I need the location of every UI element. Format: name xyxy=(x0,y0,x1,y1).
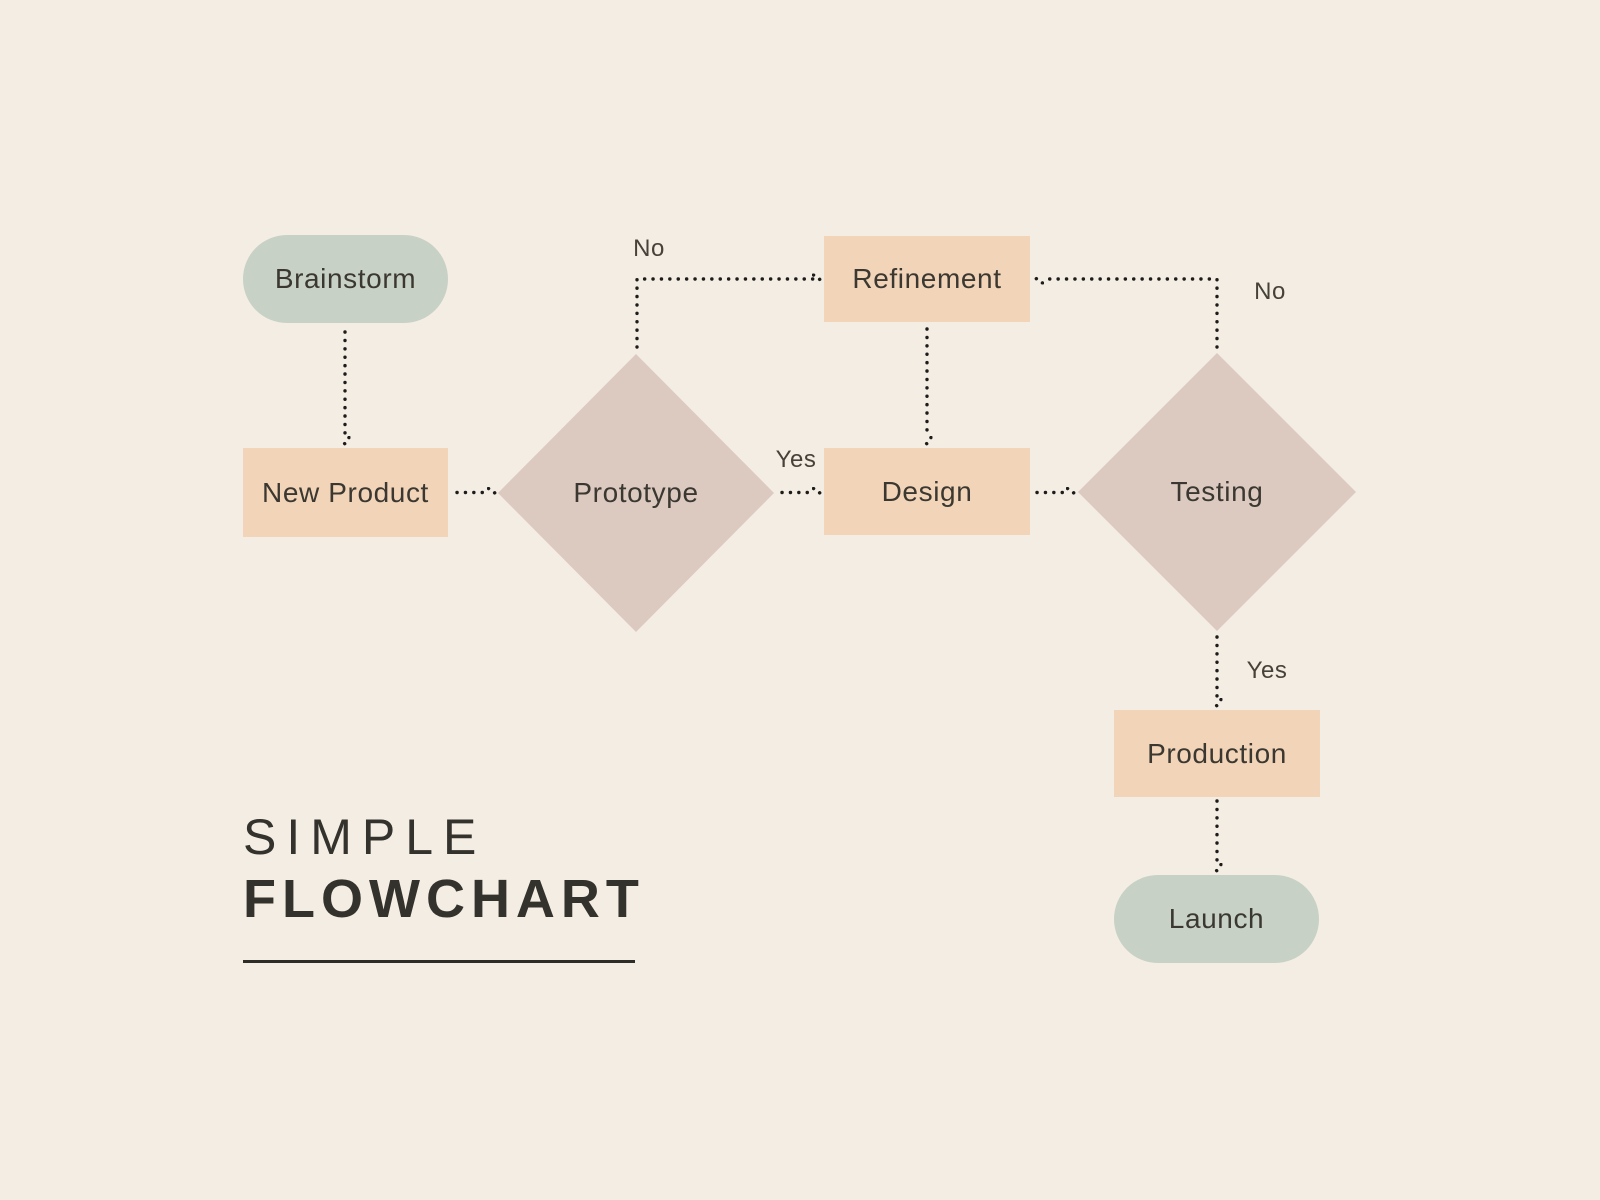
edge-label-testing-no: No xyxy=(1254,278,1286,305)
edge-label-prototype-no: No xyxy=(633,235,665,262)
connector-prototype-to-refinement xyxy=(635,279,813,349)
node-design: Design xyxy=(824,448,1030,535)
title-underline xyxy=(243,960,635,963)
node-brainstorm-label: Brainstorm xyxy=(274,263,417,294)
node-testing: Testing xyxy=(1078,353,1356,631)
edge-label-testing-yes: Yes xyxy=(1246,657,1288,684)
node-prototype-label: Prototype xyxy=(573,477,699,508)
node-design-label: Design xyxy=(881,475,973,507)
node-launch: Launch xyxy=(1114,875,1319,963)
node-prototype: Prototype xyxy=(498,354,774,632)
node-launch-label: Launch xyxy=(1168,903,1265,934)
node-production: Production xyxy=(1114,710,1320,797)
node-brainstorm: Brainstorm xyxy=(243,235,448,323)
node-refinement: Refinement xyxy=(824,236,1030,322)
connector-testing-to-refinement xyxy=(1043,279,1219,349)
node-refinement-label: Refinement xyxy=(852,263,1002,294)
title-block: SIMPLE FLOWCHART xyxy=(243,812,645,963)
node-production-label: Production xyxy=(1147,737,1287,769)
page-title-line1: SIMPLE xyxy=(243,809,487,865)
node-new-product-label: New Product xyxy=(262,476,429,508)
node-new-product: New Product xyxy=(243,448,448,537)
page-title-line2: FLOWCHART xyxy=(243,869,645,929)
edge-label-prototype-yes: Yes xyxy=(775,446,817,473)
node-testing-label: Testing xyxy=(1170,476,1264,507)
